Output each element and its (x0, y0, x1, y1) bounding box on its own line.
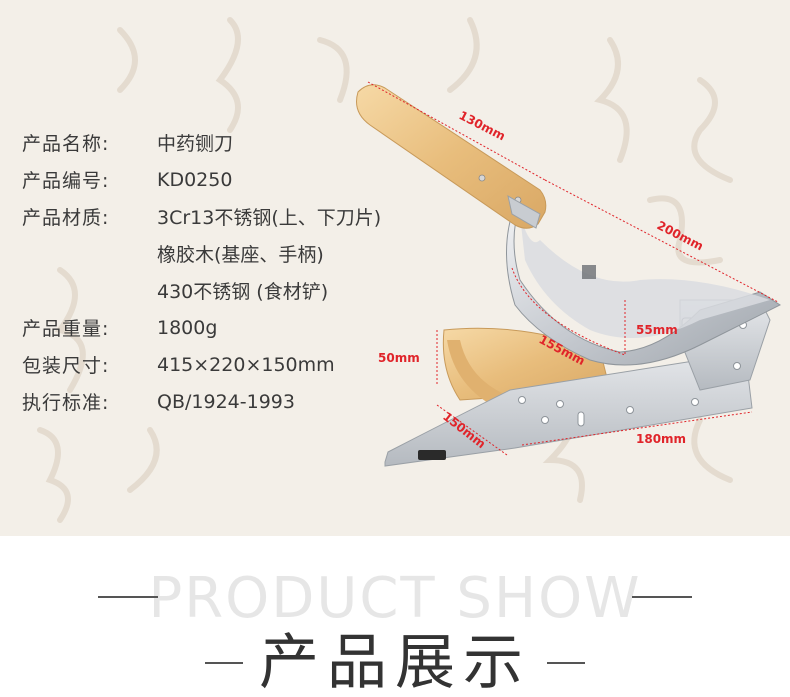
background-calligraphy (37, 17, 733, 523)
spec-value: KD0250 (157, 168, 233, 191)
blade (506, 204, 782, 366)
spec-label: 产品材质: (22, 207, 110, 229)
divider-left (98, 596, 158, 598)
dim-blade-height-label: 55mm (636, 323, 678, 337)
spec-label: 产品重量: (22, 318, 110, 340)
dim-base-length-label: 180mm (636, 432, 686, 446)
spec-value: 430不锈钢 (食材铲) (157, 281, 329, 303)
divider-left-short (205, 662, 243, 664)
dim-blade-length-label: 200mm (655, 218, 706, 253)
spec-list: 产品名称: 中药铡刀 产品编号: KD0250 产品材质: 3Cr13不锈钢(上… (22, 124, 381, 420)
spec-row: 包装尺寸: 415×220×150mm (22, 346, 381, 383)
section-title-en: PRODUCT SHOW (148, 566, 642, 631)
dim-base-height-label: 50mm (378, 351, 420, 365)
herb-cutter-illustration: 130mm 200mm 55mm 155mm 50mm 150mm 180mm (356, 81, 782, 467)
spec-value: 1800g (157, 316, 218, 339)
spec-row: 执行标准: QB/1924-1993 (22, 383, 381, 420)
spec-row: 橡胶木(基座、手柄) (22, 235, 381, 272)
spec-value: 橡胶木(基座、手柄) (157, 244, 324, 266)
spec-label: 产品编号: (22, 170, 110, 192)
base-slot (418, 450, 446, 460)
product-spec-panel: 产品名称: 中药铡刀 产品编号: KD0250 产品材质: 3Cr13不锈钢(上… (0, 0, 790, 536)
divider-right-short (547, 662, 585, 664)
section-header: PRODUCT SHOW 产品展示 (0, 536, 790, 697)
divider-right (632, 596, 692, 598)
spec-row: 430不锈钢 (食材铲) (22, 272, 381, 309)
spec-label: 产品名称: (22, 133, 110, 155)
spec-label: 执行标准: (22, 392, 110, 414)
spec-row: 产品重量: 1800g (22, 309, 381, 346)
spec-row: 产品材质: 3Cr13不锈钢(上、下刀片) (22, 198, 381, 235)
spec-value: 中药铡刀 (157, 133, 234, 155)
section-title-cn: 产品展示 (259, 628, 531, 697)
spec-value: 3Cr13不锈钢(上、下刀片) (157, 207, 382, 229)
spec-value: 415×220×150mm (157, 353, 335, 376)
spec-row: 产品编号: KD0250 (22, 161, 381, 198)
spec-value: QB/1924-1993 (157, 390, 295, 413)
blade-logo (582, 265, 596, 279)
wooden-handle (356, 84, 547, 229)
spec-label: 包装尺寸: (22, 355, 110, 377)
spec-row: 产品名称: 中药铡刀 (22, 124, 381, 161)
dim-handle-label: 130mm (457, 108, 508, 143)
